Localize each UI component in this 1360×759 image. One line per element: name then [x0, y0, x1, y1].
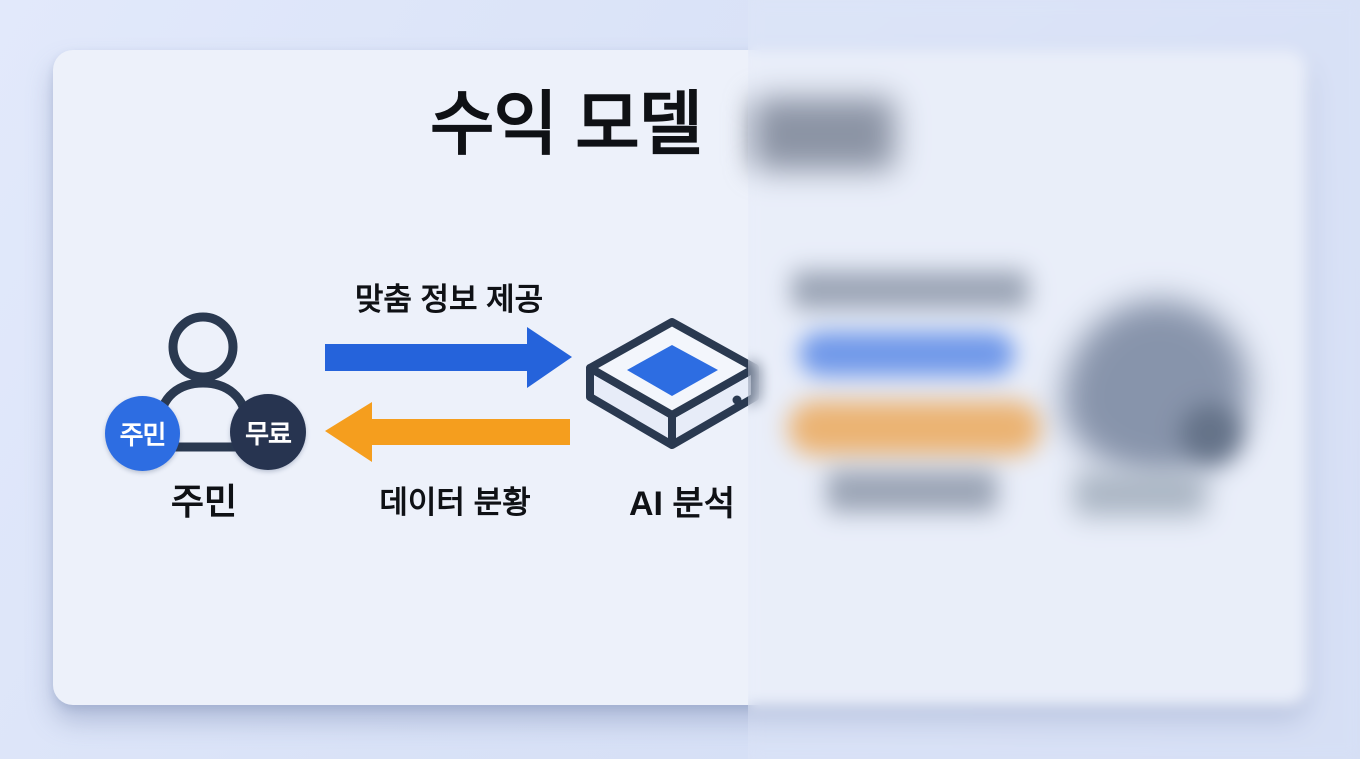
left-arrow-icon	[325, 402, 570, 462]
ai-caption: AI 분석	[628, 485, 735, 523]
resident-badge-label: 주민	[119, 420, 167, 450]
free-badge-label: 무료	[245, 418, 292, 449]
blur-veil	[748, 0, 1360, 759]
person-head	[168, 312, 238, 382]
free-badge: 무료	[230, 394, 306, 470]
exchange-arrows	[325, 327, 572, 462]
right-arrow-icon	[325, 327, 572, 388]
bottom-arrow-label: 데이터 분황	[379, 485, 531, 520]
top-arrow-label: 맞춤 정보 제공	[354, 282, 544, 317]
ai-box-indicator-dot	[732, 395, 742, 405]
page-title: 수익 모델	[430, 85, 703, 163]
isometric-chip-box-icon	[586, 318, 759, 449]
resident-caption: 주민	[170, 481, 238, 522]
resident-badge: 주민	[105, 396, 180, 471]
ai-box-blue-diamond	[627, 345, 718, 396]
